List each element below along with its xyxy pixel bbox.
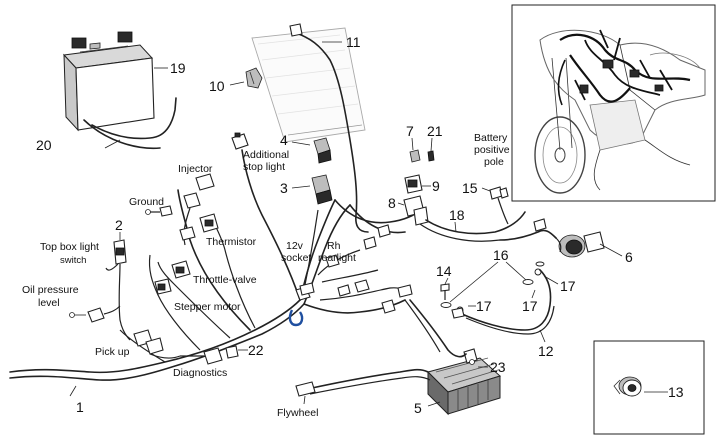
battery — [62, 31, 155, 132]
label-additional-stop-light-1: Additional — [243, 149, 289, 161]
label-thermistor: Thermistor — [206, 236, 257, 248]
callout-7: 7 — [406, 123, 414, 139]
callout-19: 19 — [170, 60, 186, 76]
callout-12: 12 — [538, 343, 554, 359]
label-battery-pole-3: pole — [484, 156, 504, 168]
callout-17-left: 17 — [476, 298, 492, 314]
label-ground: Ground — [129, 196, 164, 208]
label-battery-pole-2: positive — [474, 144, 510, 156]
voltage-regulator — [427, 348, 501, 416]
label-12v-1: 12v — [286, 240, 304, 252]
callout-1: 1 — [76, 399, 84, 415]
callout-14: 14 — [436, 263, 452, 279]
label-diagnostics: Diagnostics — [173, 367, 227, 379]
callout-5: 5 — [414, 400, 422, 416]
label-pick-up: Pick up — [95, 346, 130, 358]
callout-13: 13 — [668, 384, 684, 400]
component-10 — [245, 67, 263, 89]
callout-11: 11 — [346, 34, 361, 50]
label-battery-pole-1: Battery — [474, 132, 508, 144]
callout-20: 20 — [36, 137, 52, 153]
relay-4 — [313, 137, 332, 164]
label-stepper-motor: Stepper motor — [174, 301, 241, 313]
callout-10: 10 — [209, 78, 225, 94]
callout-9: 9 — [432, 178, 440, 194]
label-top-box-light-1: Top box light — [40, 241, 99, 253]
component-6 — [555, 231, 605, 258]
callout-4: 4 — [280, 132, 288, 148]
connector-3 — [311, 174, 333, 205]
label-rh-rearlight-2: rearlight — [318, 252, 356, 264]
callout-3: 3 — [280, 180, 288, 196]
label-flywheel: Flywheel — [277, 407, 318, 419]
callout-21: 21 — [427, 123, 443, 139]
callout-18: 18 — [449, 207, 465, 223]
callout-17-mid: 17 — [522, 298, 538, 314]
label-top-box-light-2: switch — [60, 255, 86, 266]
label-rh-rearlight-1: Rh — [327, 240, 341, 252]
callout-22: 22 — [248, 342, 264, 358]
callout-16: 16 — [493, 247, 509, 263]
label-injector: Injector — [178, 163, 213, 175]
label-oil-pressure-2: level — [38, 297, 60, 309]
callout-17-right: 17 — [560, 278, 576, 294]
socket-inset — [593, 340, 705, 435]
callout-2: 2 — [115, 217, 123, 233]
callout-23: 23 — [490, 359, 506, 375]
label-throttle-valve: Throttle-valve — [193, 274, 257, 286]
label-12v-2: socket — [281, 252, 311, 264]
label-oil-pressure-1: Oil pressure — [22, 284, 79, 296]
callout-8: 8 — [388, 195, 396, 211]
label-additional-stop-light-2: stop light — [243, 161, 285, 173]
callout-6: 6 — [625, 249, 633, 265]
rear-plate-area — [251, 27, 366, 143]
callout-15: 15 — [462, 180, 478, 196]
motorcycle-inset — [511, 4, 716, 202]
